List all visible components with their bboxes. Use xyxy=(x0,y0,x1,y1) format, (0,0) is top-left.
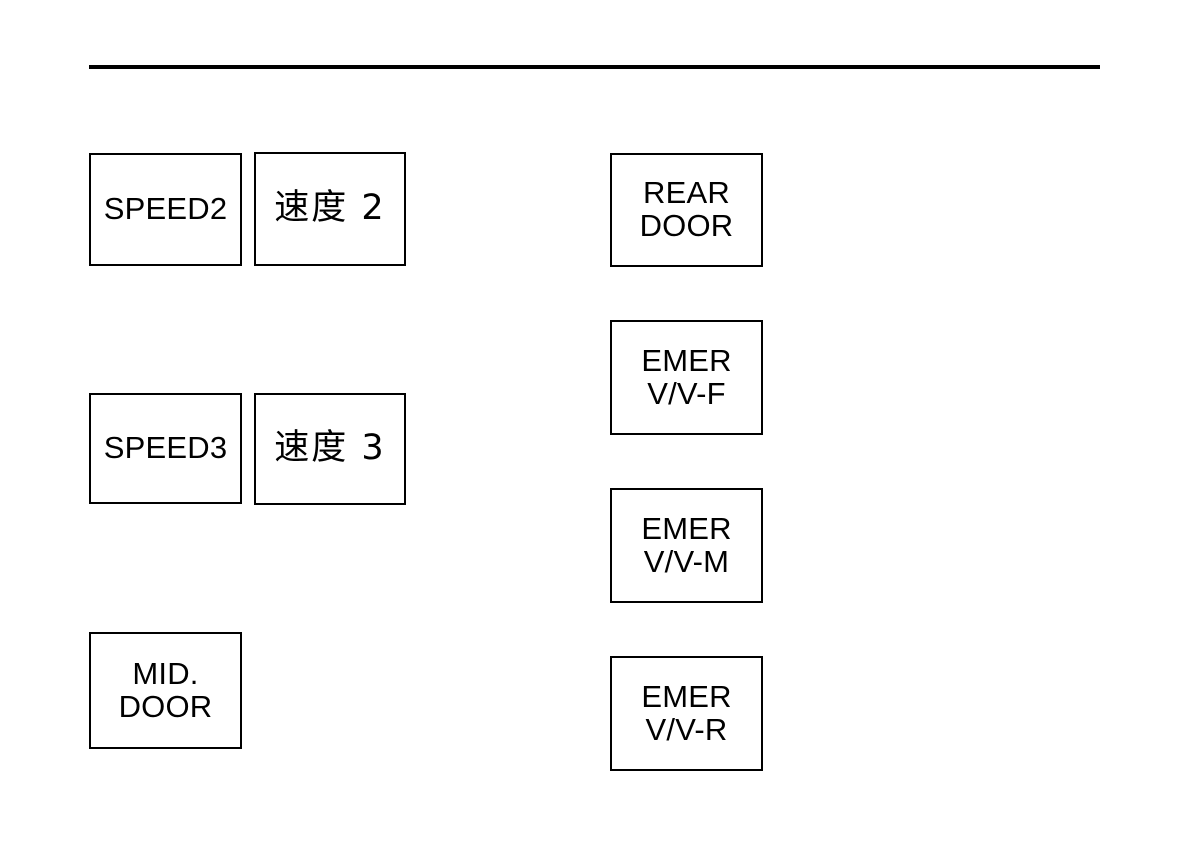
label-line: SPEED3 xyxy=(103,430,228,466)
label-line: EMER xyxy=(641,342,732,378)
label-box-speed3-japanese[interactable]: 速度 3 xyxy=(254,393,406,505)
label-line: REAR xyxy=(643,175,730,211)
label-line: EMER xyxy=(641,678,732,714)
label-box-speed2-japanese[interactable]: 速度 2 xyxy=(254,152,406,266)
label-line: SPEED2 xyxy=(103,191,228,227)
label-line: V/V-R xyxy=(645,711,728,747)
label-box-emer-vv-m[interactable]: EMER V/V-M xyxy=(610,488,763,603)
label-line: 速度 3 xyxy=(274,428,386,469)
label-line: V/V-F xyxy=(647,375,726,411)
label-box-emer-vv-f[interactable]: EMER V/V-F xyxy=(610,320,763,435)
label-box-speed3[interactable]: SPEED3 xyxy=(89,393,242,504)
label-line: EMER xyxy=(641,510,732,546)
label-box-speed2[interactable]: SPEED2 xyxy=(89,153,242,266)
label-line: DOOR xyxy=(639,208,734,243)
label-box-emer-vv-r[interactable]: EMER V/V-R xyxy=(610,656,763,771)
label-line: MID. xyxy=(132,655,199,691)
top-horizontal-rule xyxy=(89,65,1100,69)
label-line: 速度 2 xyxy=(274,188,386,229)
label-box-rear-door[interactable]: REAR DOOR xyxy=(610,153,763,267)
label-line: DOOR xyxy=(118,688,213,724)
label-box-mid-door[interactable]: MID. DOOR xyxy=(89,632,242,749)
label-line: V/V-M xyxy=(643,543,730,579)
